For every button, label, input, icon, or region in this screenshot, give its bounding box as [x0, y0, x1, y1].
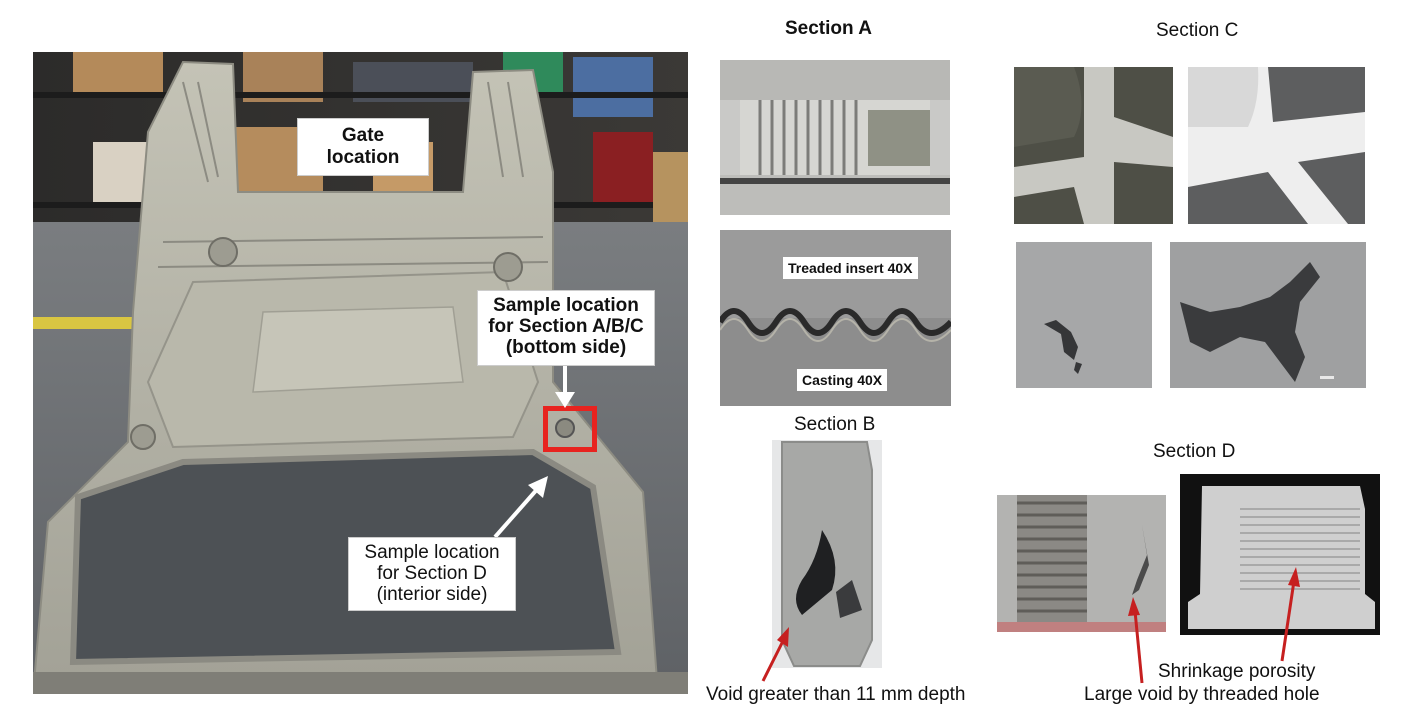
section-a-cross-section-photo: [720, 60, 950, 215]
section-d-arrow-porosity: [1280, 567, 1300, 662]
casting-photo: [33, 52, 688, 694]
section-b-red-arrow: [761, 627, 789, 682]
section-c-photo-2: [1188, 67, 1365, 224]
section-a-title: Section A: [785, 18, 872, 39]
section-b-photo: [772, 440, 882, 668]
section-c-photo-1: [1014, 67, 1173, 224]
section-c-micrograph-1: [1016, 242, 1152, 388]
section-d-caption-void: Large void by threaded hole: [1084, 684, 1320, 705]
sample-d-label: Sample location for Section D (interior …: [348, 537, 516, 611]
section-d-arrow-void: [1128, 597, 1144, 684]
section-c-title: Section C: [1156, 20, 1239, 41]
section-d-photo-1: [997, 495, 1166, 632]
section-b-title: Section B: [794, 414, 876, 435]
arrow-to-sample-d: [493, 476, 548, 539]
section-b-caption: Void greater than 11 mm depth: [706, 684, 966, 705]
threaded-insert-label: Treaded insert 40X: [783, 257, 918, 279]
section-d-title: Section D: [1153, 441, 1236, 462]
casting-label: Casting 40X: [797, 369, 888, 391]
gate-location-label: Gate location: [297, 118, 429, 176]
arrow-to-sample-abc: [555, 360, 575, 408]
sample-abc-label: Sample location for Section A/B/C (botto…: [477, 290, 655, 366]
section-d-ct-scan: [1180, 474, 1380, 635]
section-c-micrograph-2: [1170, 242, 1366, 388]
sample-location-box: [543, 406, 597, 452]
section-d-caption-shrinkage: Shrinkage porosity: [1158, 661, 1316, 682]
